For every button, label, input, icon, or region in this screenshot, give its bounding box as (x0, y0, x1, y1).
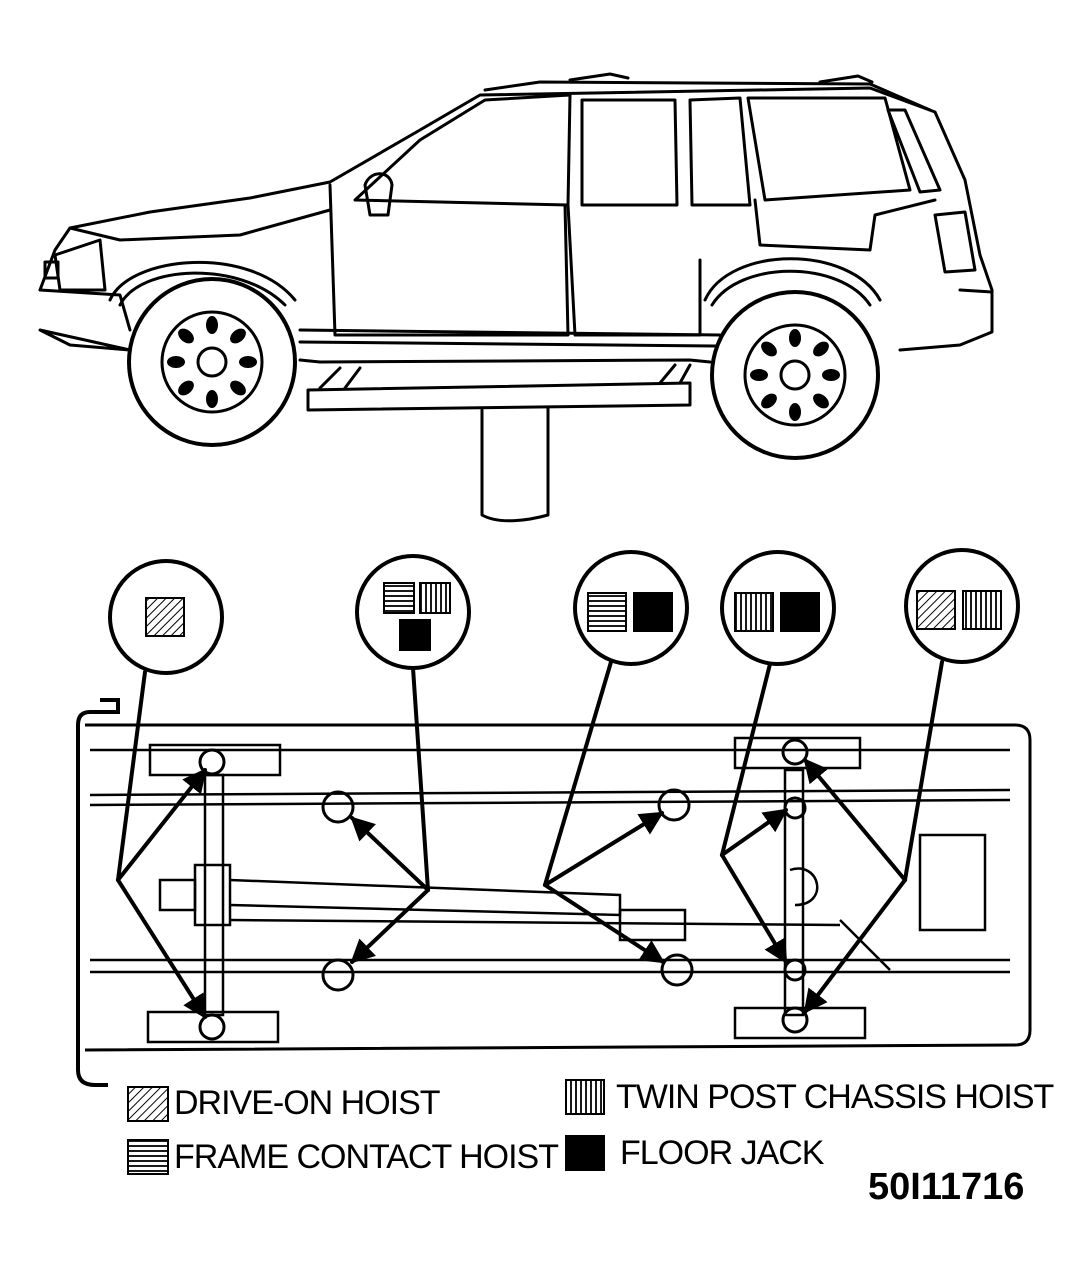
callout-rear-frame (573, 550, 689, 666)
legend-swatches (127, 1079, 605, 1175)
legend-frame-contact-swatch (127, 1139, 169, 1175)
legend-drive-on-swatch (127, 1086, 169, 1122)
callout-symbols (145, 582, 1002, 651)
twin-post-symbol (419, 582, 451, 614)
floor-jack-symbol (399, 619, 431, 651)
figure-id: 50I11716 (868, 1166, 1025, 1208)
legend-label-twin-post: TWIN POST CHASSIS HOIST (616, 1078, 1054, 1116)
legend-twin-post-swatch (565, 1079, 605, 1115)
legend-label-floor-jack: FLOOR JACK (620, 1134, 824, 1172)
leader-lines (116, 660, 944, 1020)
wheel-spokes (167, 316, 840, 421)
legend-floor-jack-swatch (565, 1135, 605, 1171)
legend-label-frame-contact: FRAME CONTACT HOIST (174, 1138, 559, 1176)
underbody-view (76, 698, 1032, 1087)
front-left-lift-point (198, 748, 226, 776)
vehicle-side-view (38, 72, 994, 523)
legend-label-drive-on: DRIVE-ON HOIST (174, 1084, 441, 1122)
frame-contact-symbol (383, 582, 415, 614)
drive-on-symbol (145, 597, 185, 637)
callout-circles (108, 548, 1020, 675)
callout-rear-axle (720, 550, 836, 666)
